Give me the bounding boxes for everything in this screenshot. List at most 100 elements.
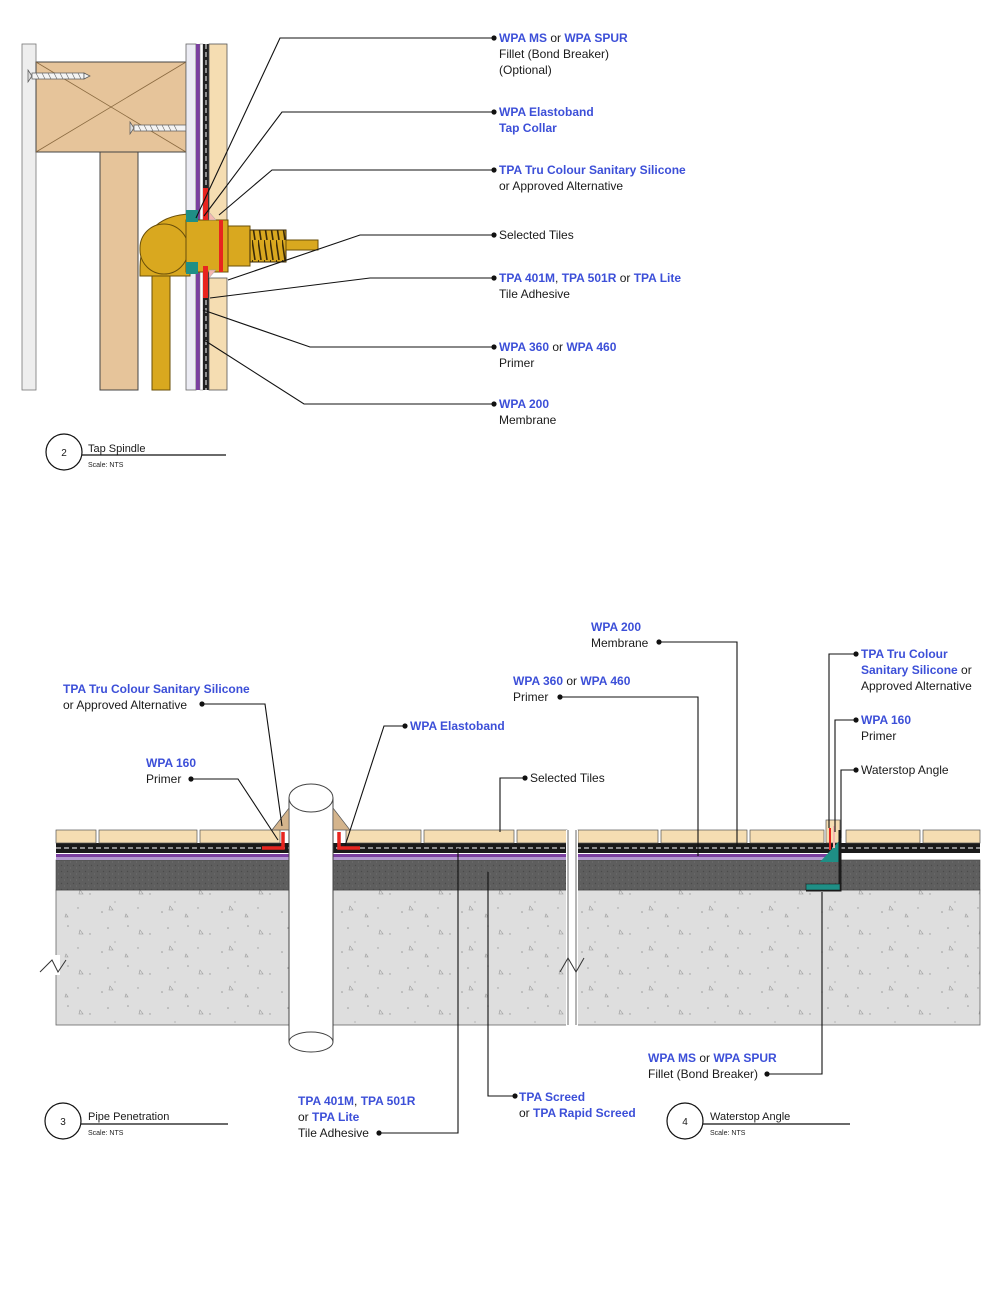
callout-text-segment: Waterstop Angle: [861, 763, 949, 777]
detail-number: 2: [61, 448, 67, 459]
floor-tile: [845, 829, 921, 844]
callout-text-segment: Selected Tiles: [499, 228, 574, 242]
concrete-slab: [55, 889, 981, 1026]
callout-text-segment: WPA MS: [648, 1051, 696, 1065]
floor-tile: [577, 829, 659, 844]
callout-text-segment: WPA 460: [566, 340, 616, 354]
callout-text-segment: or Approved Alternative: [499, 179, 623, 193]
callout-text-segment: TPA 501R: [562, 271, 617, 285]
callout-text-segment: Primer: [499, 356, 534, 370]
callout-text-segment: (Optional): [499, 63, 552, 77]
pipe-penetration-leaders: [188, 701, 528, 1136]
callout-text-segment: ,: [354, 1094, 361, 1108]
callout-text-segment: or: [298, 1110, 312, 1124]
screw-icon: [27, 68, 91, 84]
callout-text-segment: TPA Rapid Screed: [533, 1106, 636, 1120]
callout-silicone: TPA Tru Colour Sanitary Silicone or Appro…: [63, 682, 250, 712]
floor-tile: [55, 829, 97, 844]
callout-text-segment: or: [958, 663, 972, 677]
callout-text-segment: TPA Tru Colour Sanitary Silicone: [499, 163, 686, 177]
floor-section-drawing: [39, 783, 981, 1053]
penetrating-pipe: [288, 797, 334, 1043]
detail-title-tap-spindle: 2 Tap Spindle Scale: NTS: [45, 433, 226, 471]
timber-stud: [99, 151, 139, 391]
floor-tile: [98, 829, 198, 844]
callout-text-segment: or Approved Alternative: [63, 698, 187, 712]
callout-text-segment: or: [563, 674, 580, 688]
detail-title: Waterstop Angle: [710, 1111, 790, 1123]
floor-tile: [423, 829, 515, 844]
callout-text-segment: Fillet (Bond Breaker): [648, 1067, 758, 1081]
callout-text-segment: WPA Elastoband: [499, 105, 594, 119]
callout-text-segment: TPA 401M: [499, 271, 555, 285]
callout-text-segment: or: [549, 340, 566, 354]
wall-lining-board: [21, 43, 37, 391]
callout-text-segment: WPA 460: [580, 674, 630, 688]
callout-text-segment: Fillet (Bond Breaker): [499, 47, 609, 61]
detail-number: 4: [682, 1117, 688, 1128]
callout-text-segment: ,: [555, 271, 562, 285]
callout-text-segment: WPA 360: [499, 340, 549, 354]
callout-text-segment: Selected Tiles: [530, 771, 605, 785]
callout-text-segment: TPA Lite: [312, 1110, 360, 1124]
pipe-penetration-callouts: TPA Tru Colour Sanitary Silicone or Appro…: [63, 682, 636, 1140]
callout-silicone: TPA Tru Colour Sanitary Silicone or Appro…: [499, 163, 686, 193]
callout-fillet: WPA MS or WPA SPUR Fillet (Bond Breaker): [648, 1051, 777, 1081]
callout-text-segment: WPA Elastoband: [410, 719, 505, 733]
detail-title: Pipe Penetration: [88, 1111, 169, 1123]
waterstop-angle-leaders: [557, 639, 859, 1077]
callout-text-segment: Primer: [861, 729, 896, 743]
callout-screed: TPA Screed or TPA Rapid Screed: [519, 1090, 636, 1120]
wall-tile: [208, 43, 228, 221]
callout-text-segment: or: [696, 1051, 713, 1065]
callout-text-segment: Tile Adhesive: [499, 287, 570, 301]
floor-tile: [516, 829, 568, 844]
callout-text-segment: WPA 200: [591, 620, 641, 634]
spindle-shaft: [285, 239, 319, 251]
floor-tile: [660, 829, 748, 844]
callout-text-segment: TPA Tru Colour: [861, 647, 948, 661]
callout-text-segment: Tap Collar: [499, 121, 557, 135]
callout-text-segment: TPA Tru Colour Sanitary Silicone: [63, 682, 250, 696]
wall-tile: [208, 277, 228, 391]
floor-tile: [345, 829, 422, 844]
callout-elastoband: WPA Elastoband: [410, 719, 505, 733]
callout-text-segment: WPA 200: [499, 397, 549, 411]
callout-text-segment: or: [519, 1106, 533, 1120]
callout-text-segment: or: [616, 271, 633, 285]
tap-spindle-drawing: [21, 43, 319, 391]
callout-text-segment: WPA 160: [861, 713, 911, 727]
callout-text-segment: Primer: [513, 690, 548, 704]
callout-text-segment: WPA MS: [499, 31, 547, 45]
callout-angle: Waterstop Angle: [861, 763, 949, 777]
callout-text-segment: WPA SPUR: [713, 1051, 777, 1065]
detail-scale: Scale: NTS: [88, 1130, 124, 1137]
detail-title-pipe-penetration: 3 Pipe Penetration Scale: NTS: [44, 1102, 228, 1140]
detail-number: 3: [60, 1117, 66, 1128]
callout-text-segment: Sanitary Silicone: [861, 663, 958, 677]
tile-adhesive-layer: [56, 843, 980, 853]
callout-text-segment: TPA 401M: [298, 1094, 354, 1108]
callout-text-segment: Approved Alternative: [861, 679, 972, 693]
callout-tiles: Selected Tiles: [530, 771, 605, 785]
callout-text-segment: Membrane: [591, 636, 649, 650]
tap-bonnet: [227, 225, 251, 267]
callout-text-segment: TPA 501R: [361, 1094, 416, 1108]
callout-text-segment: TPA Screed: [519, 1090, 585, 1104]
floor-tile: [199, 829, 281, 844]
callout-tiles: Selected Tiles: [499, 228, 574, 242]
callout-text-segment: WPA 160: [146, 756, 196, 770]
tap-spindle-leaders: [195, 35, 497, 407]
callout-text-segment: TPA Lite: [634, 271, 682, 285]
